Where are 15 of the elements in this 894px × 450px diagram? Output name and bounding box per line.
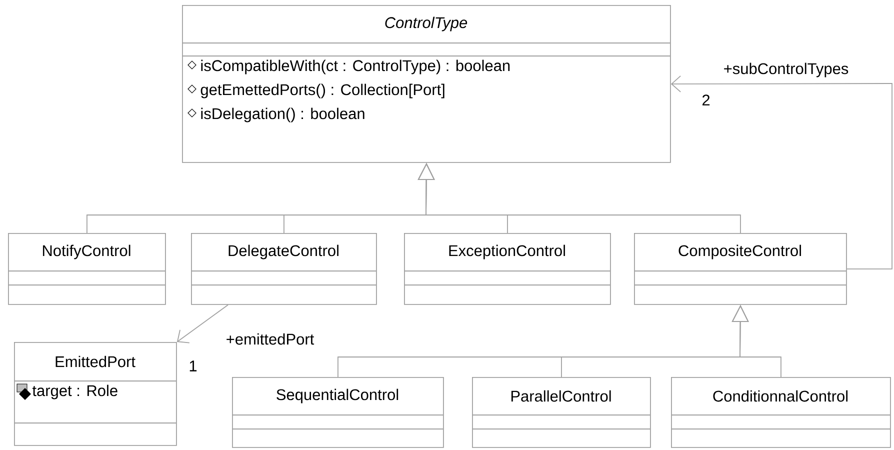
association-arrow	[176, 304, 228, 344]
class-box: ConditionnalControl	[670, 377, 891, 448]
multiplicity: 1	[190, 360, 197, 372]
class-box: ControlType isCompatibleWith(ct : ControlType) : boolean getEmettedPorts() : Collection[Port] isDelegation() : boolean	[182, 5, 671, 163]
class-box: SequentialControl	[232, 377, 444, 448]
class-box: ExceptionControl	[404, 233, 611, 305]
association-arrow	[670, 75, 892, 270]
class-box: NotifyControl	[8, 233, 166, 305]
class-box: CompositeControl	[634, 233, 847, 305]
class-box: ParallelControl	[472, 377, 651, 448]
multiplicity: 2	[702, 94, 710, 106]
class-box: DelegateControl	[190, 233, 377, 305]
class-box: EmittedPort target : Role	[14, 342, 177, 446]
role-name: +emittedPort	[224, 332, 316, 346]
role-name: +subControlTypes	[722, 62, 850, 78]
